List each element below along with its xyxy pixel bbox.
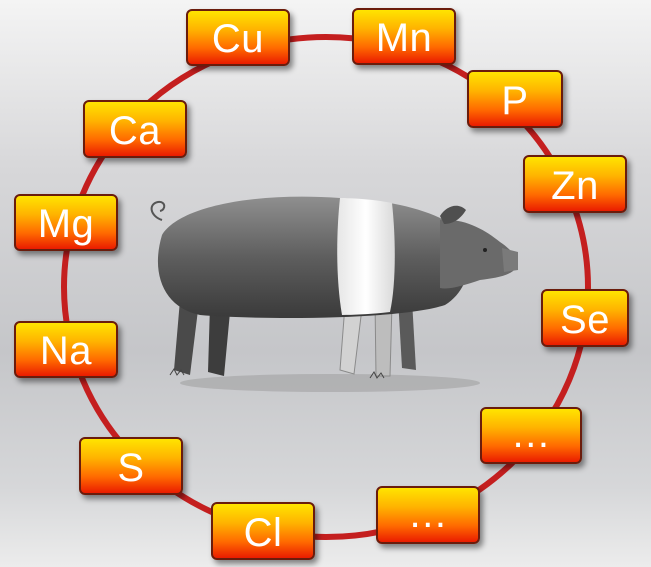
element-box-na: Na (14, 321, 118, 378)
element-box-cl: Cl (211, 502, 315, 560)
element-box-zn: Zn (523, 155, 627, 213)
element-box-s: S (79, 437, 183, 495)
pig-illustration (140, 180, 520, 395)
element-box-se: Se (541, 289, 629, 347)
element-box-ellipsis: … (376, 486, 480, 544)
element-box-ca: Ca (83, 100, 187, 158)
element-box-mg: Mg (14, 194, 118, 251)
element-box-mn: Mn (352, 8, 456, 65)
element-box-cu: Cu (186, 9, 290, 66)
element-box-ellipsis: … (480, 407, 582, 464)
element-box-p: P (467, 70, 563, 128)
